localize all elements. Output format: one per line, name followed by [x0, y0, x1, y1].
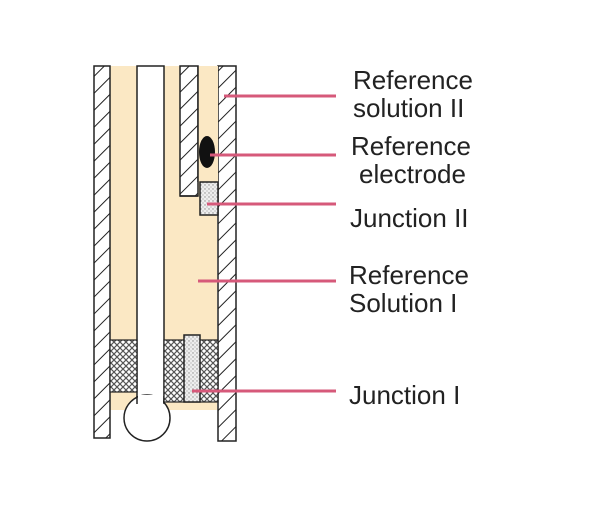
label-reference-electrode-line1: Reference [351, 131, 471, 161]
junction-1-plug [183, 334, 201, 403]
label-reference-solution-2-line2: solution II [353, 93, 464, 123]
label-reference-electrode-line2: electrode [359, 159, 466, 189]
inner-reference-tube-wall [179, 65, 199, 197]
inner-glass-tube [136, 65, 165, 407]
reference-electrode [199, 136, 215, 168]
label-reference-solution-1-line2: Solution I [349, 288, 457, 318]
label-junction-1: Junction I [349, 380, 460, 410]
mesh-seal-left [109, 339, 138, 393]
label-reference-solution-1-line1: Reference [349, 260, 469, 290]
outer-wall-right [217, 65, 237, 442]
junction-2-plug [199, 181, 219, 216]
label-reference-solution-2-line1: Reference [353, 65, 473, 95]
label-junction-2: Junction II [350, 203, 469, 233]
outer-wall-left [93, 65, 111, 439]
